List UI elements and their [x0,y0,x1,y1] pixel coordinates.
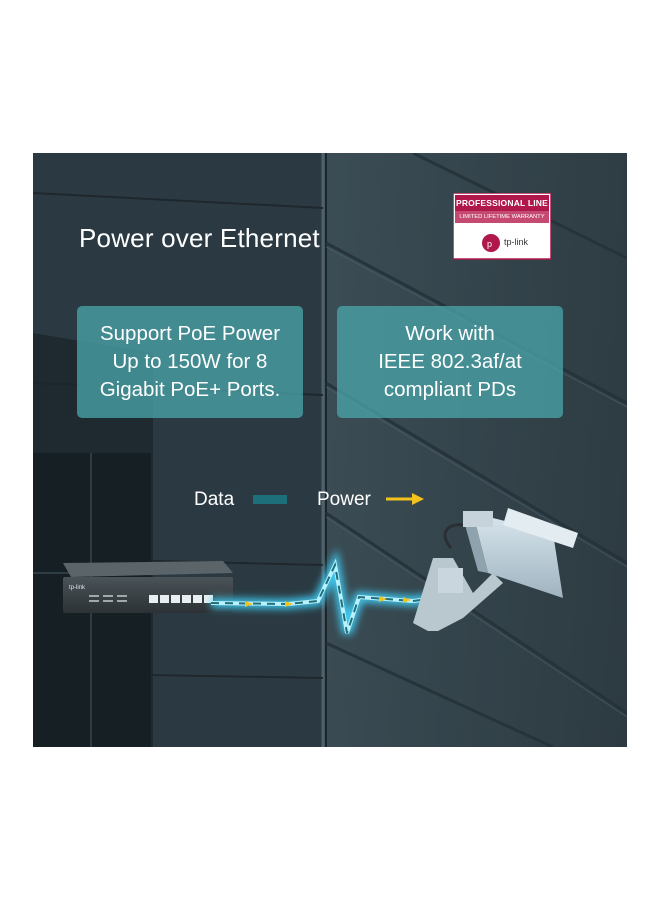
legend-power-label: Power [317,489,371,510]
professional-line-badge: p PROFESSIONAL LINE LIMITED LIFETIME WAR… [453,193,551,263]
svg-text:p: p [487,239,492,249]
ieee-compliance-panel: Work with IEEE 802.3af/at compliant PDs [337,306,563,418]
poe-power-panel: Support PoE Power Up to 150W for 8 Gigab… [77,306,303,418]
badge-title: PROFESSIONAL LINE [455,195,549,211]
legend-data-label: Data [194,489,235,510]
page-title: Power over Ethernet [79,223,320,253]
badge-warranty: LIMITED LIFETIME WARRANTY [455,211,549,223]
legend-data-swatch [253,495,287,504]
legend-power-arrow-icon [386,493,424,505]
badge-brand: tp-link [504,237,529,247]
ieee-compliance-text: Work with IEEE 802.3af/at compliant PDs [378,322,522,401]
poe-power-text: Support PoE Power Up to 150W for 8 Gigab… [99,322,281,401]
poe-illustration: Power over Ethernet p PROFESSIONAL LINE … [33,153,627,747]
switch-brand-logo: tp-link [69,585,86,591]
